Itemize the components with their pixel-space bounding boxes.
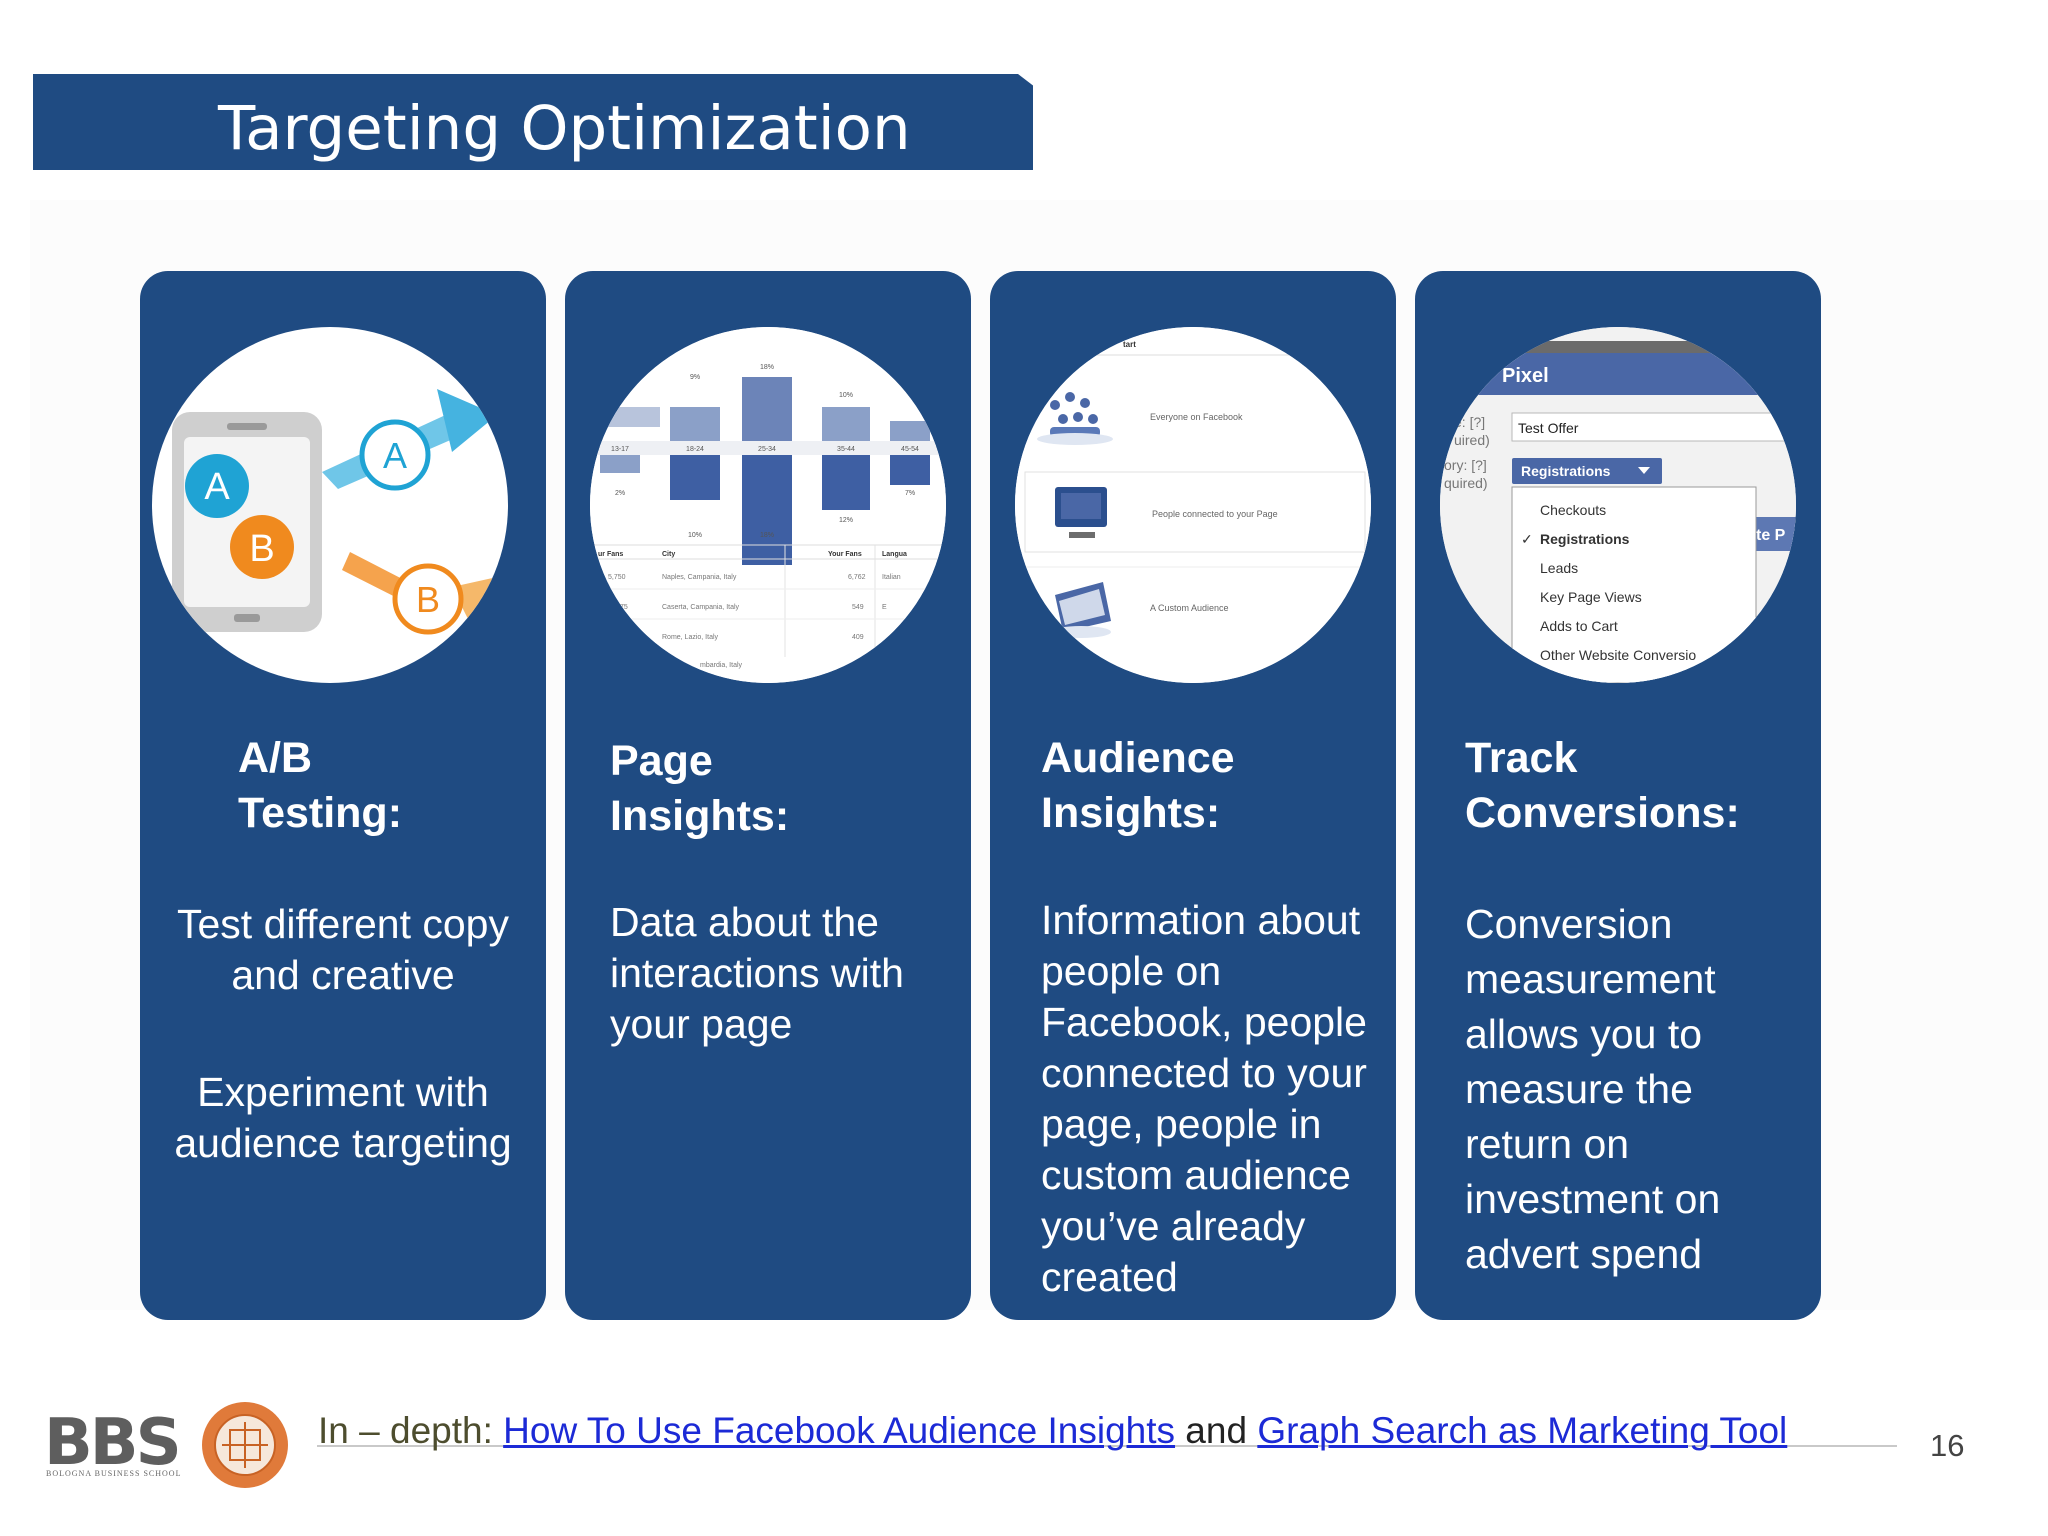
page-number: 16 [1930, 1428, 1965, 1463]
svg-text:10%: 10% [839, 392, 853, 399]
svg-text:12%: 12% [839, 517, 853, 524]
svg-text:✓: ✓ [1521, 531, 1533, 547]
ab-testing-illustration: A B A B [152, 327, 508, 683]
svg-text:mbardia, Italy: mbardia, Italy [700, 662, 743, 669]
svg-text:6,762: 6,762 [848, 574, 866, 581]
page-monitor-icon [1055, 487, 1107, 538]
university-seal-icon [202, 1402, 288, 1488]
card-audience-insights: tart Everyone on Facebook People connect… [990, 271, 1396, 1320]
link-audience-insights[interactable]: How To Use Facebook Audience Insights [503, 1410, 1176, 1451]
svg-text:Leads: Leads [1540, 560, 1578, 576]
svg-text:Checkouts: Checkouts [1540, 502, 1606, 518]
svg-text:uired): uired) [1454, 432, 1490, 448]
svg-text:Test Offer: Test Offer [1518, 420, 1579, 436]
svg-text:409: 409 [852, 634, 864, 641]
footer-links: In – depth: How To Use Facebook Audience… [318, 1408, 1787, 1454]
ab-testing-phone-icon: A B A B [172, 389, 497, 635]
card-text: Experiment with audience targeting [174, 1069, 512, 1166]
svg-text:Langua: Langua [882, 551, 907, 558]
svg-text:ory: [?]: ory: [?] [1444, 457, 1487, 473]
conversion-pixel-screenshot: Pixel e: [?] uired) ory: [?] quired) Tes… [1440, 327, 1796, 683]
svg-text:Pixel: Pixel [1502, 365, 1549, 387]
svg-text:9%: 9% [690, 374, 700, 381]
svg-text:People connected to your Page: People connected to your Page [1152, 509, 1278, 519]
card-track-conversions: Pixel e: [?] uired) ory: [?] quired) Tes… [1415, 271, 1821, 1320]
audience-insights-icon: tart Everyone on Facebook People connect… [1015, 327, 1371, 683]
svg-text:18-24: 18-24 [686, 446, 704, 453]
footer-lead: In – depth: [318, 1410, 504, 1451]
svg-text:Your Fans: Your Fans [828, 551, 862, 558]
footer-divider [317, 1445, 1897, 1447]
svg-text:City: City [662, 551, 675, 558]
svg-text:A Custom Audience: A Custom Audience [1150, 603, 1229, 613]
svg-text:quired): quired) [1444, 475, 1488, 491]
bbs-logo-subtitle: BOLOGNA BUSINESS SCHOOL [46, 1469, 182, 1478]
svg-text:ur Fans: ur Fans [598, 551, 623, 558]
svg-text:549: 549 [852, 604, 864, 611]
svg-text:Registrations: Registrations [1540, 531, 1630, 547]
svg-text:Everyone on Facebook: Everyone on Facebook [1150, 412, 1243, 422]
svg-text:A: A [383, 435, 407, 476]
card-text: Test different copy and creative [177, 901, 509, 998]
svg-text:75: 75 [620, 604, 628, 611]
card-text: Conversion measurement allows you to mea… [1465, 901, 1721, 1277]
svg-text:Registrations: Registrations [1521, 463, 1611, 479]
svg-text:10%: 10% [688, 532, 702, 539]
svg-text:Other Website Conversio: Other Website Conversio [1540, 647, 1696, 663]
card-title: A/B Testing: [238, 734, 403, 837]
svg-text:te P: te P [1756, 527, 1786, 544]
svg-text:B: B [416, 579, 440, 620]
title-banner [33, 74, 1033, 170]
svg-text:18%: 18% [760, 364, 774, 371]
slide-title: Targeting Optimization [218, 93, 911, 164]
custom-audience-icon [1051, 582, 1111, 638]
card-title: Track Conversions: [1465, 734, 1740, 837]
footer-and: and [1175, 1410, 1258, 1451]
page-insights-screenshot: 13-17 18-24 25-34 35-44 45-54 9% 18% 10%… [590, 327, 946, 683]
svg-text:Key Page Views: Key Page Views [1540, 589, 1642, 605]
svg-text:B: B [249, 528, 274, 570]
card-ab-testing: A B A B A/B Testing: Test different copy… [140, 271, 546, 1320]
svg-text:Adds to Cart: Adds to Cart [1540, 618, 1618, 634]
page-insights-chart-icon: 13-17 18-24 25-34 35-44 45-54 9% 18% 10%… [590, 327, 946, 683]
svg-text:A: A [204, 466, 230, 508]
conversion-pixel-icon: Pixel e: [?] uired) ory: [?] quired) Tes… [1440, 327, 1796, 683]
svg-text:E: E [882, 604, 887, 611]
audience-insights-screenshot: tart Everyone on Facebook People connect… [1015, 327, 1371, 683]
card-text: Data about the interactions with your pa… [610, 899, 904, 1047]
svg-text:18%: 18% [760, 532, 774, 539]
svg-text:13-17: 13-17 [611, 446, 629, 453]
svg-text:7%: 7% [905, 490, 915, 497]
svg-text:Naples, Campania, Italy: Naples, Campania, Italy [662, 574, 737, 581]
card-title: Page Insights: [610, 737, 790, 840]
link-graph-search[interactable]: Graph Search as Marketing Tool [1257, 1410, 1788, 1451]
card-title: Audience Insights: [1041, 734, 1235, 837]
card-page-insights: 13-17 18-24 25-34 35-44 45-54 9% 18% 10%… [565, 271, 971, 1320]
svg-text:tart: tart [1123, 340, 1136, 349]
svg-text:35-44: 35-44 [837, 446, 855, 453]
svg-text:Rome, Lazio, Italy: Rome, Lazio, Italy [662, 634, 719, 641]
svg-text:5,750: 5,750 [608, 574, 626, 581]
svg-text:2%: 2% [615, 490, 625, 497]
svg-text:Italian: Italian [882, 574, 901, 581]
svg-text:Caserta, Campania, Italy: Caserta, Campania, Italy [662, 604, 740, 611]
bbs-logo: BBS [44, 1406, 182, 1480]
svg-text:45-54: 45-54 [901, 446, 919, 453]
svg-text:e: [?]: e: [?] [1454, 414, 1485, 430]
card-text: Information about people on Facebook, pe… [1041, 897, 1367, 1300]
svg-text:25-34: 25-34 [758, 446, 776, 453]
